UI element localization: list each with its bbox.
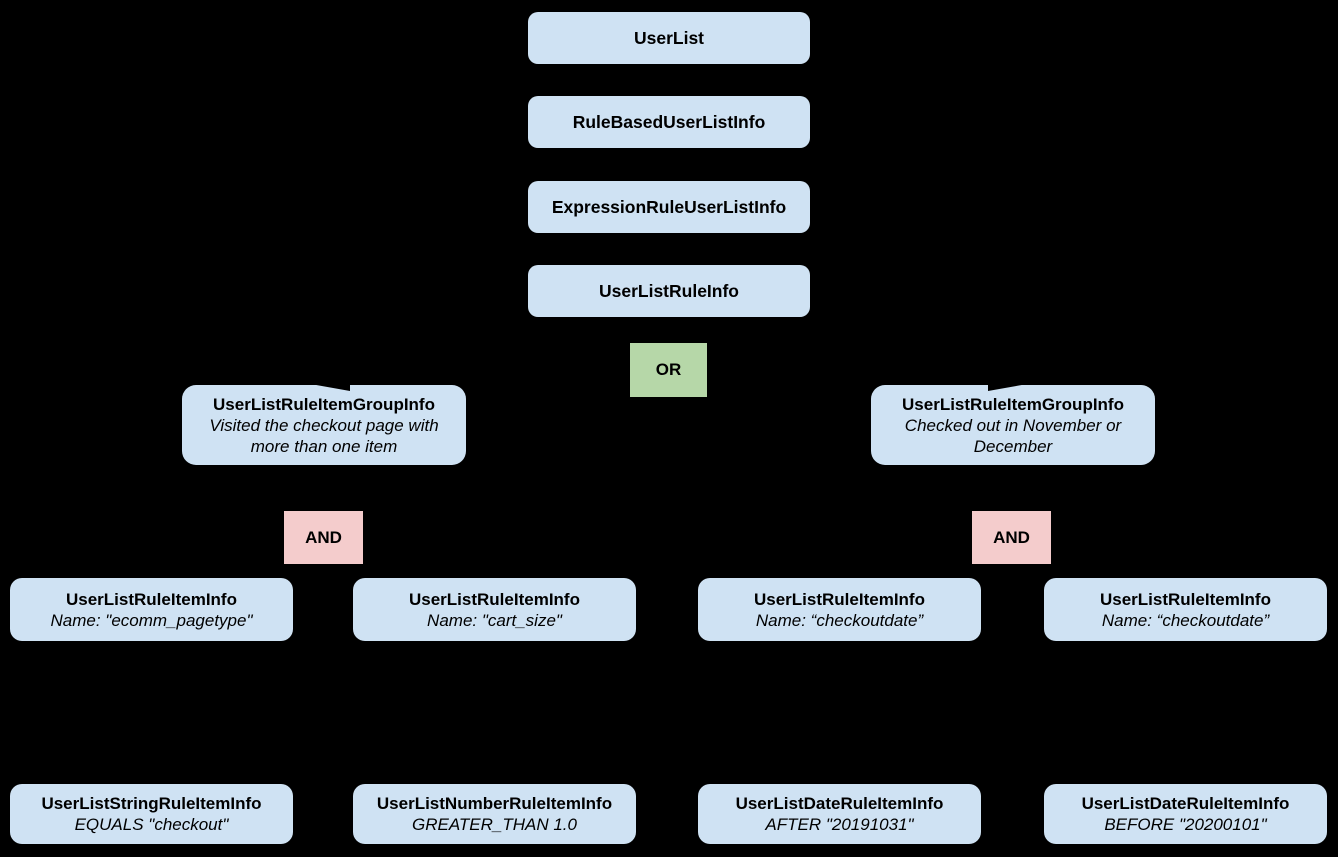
- node-label: RuleBasedUserListInfo: [572, 111, 766, 132]
- item-subtitle: Name: "ecomm_pagetype": [50, 610, 253, 630]
- item-title: UserListNumberRuleItemInfo: [376, 794, 613, 813]
- rule-item-cart-size: UserListRuleItemInfo Name: "cart_size": [353, 578, 636, 641]
- node-label: UserList: [633, 27, 705, 48]
- item-subtitle: AFTER "20191031": [765, 815, 914, 834]
- leaf-item-string-rule: UserListStringRuleItemInfo EQUALS "check…: [10, 784, 293, 844]
- leaf-item-number-rule: UserListNumberRuleItemInfo GREATER_THAN …: [353, 784, 636, 844]
- group-title: UserListRuleItemGroupInfo: [213, 394, 435, 414]
- and-operator-left: AND: [284, 511, 363, 564]
- item-subtitle: Name: “checkoutdate”: [755, 610, 924, 630]
- node-userlistruleinfo: UserListRuleInfo: [528, 265, 810, 317]
- group-description: Checked out in November or December: [904, 415, 1122, 456]
- item-title: UserListRuleItemInfo: [754, 589, 925, 609]
- item-title: UserListRuleItemInfo: [1100, 589, 1271, 609]
- leaf-item-date-rule-before: UserListDateRuleItemInfo BEFORE "2020010…: [1044, 784, 1327, 844]
- item-subtitle: BEFORE "20200101": [1104, 815, 1267, 834]
- rule-item-ecomm-pagetype: UserListRuleItemInfo Name: "ecomm_pagety…: [10, 578, 293, 641]
- rule-item-checkoutdate-2: UserListRuleItemInfo Name: “checkoutdate…: [1044, 578, 1327, 641]
- rule-item-checkoutdate-1: UserListRuleItemInfo Name: “checkoutdate…: [698, 578, 981, 641]
- item-title: UserListRuleItemInfo: [409, 589, 580, 609]
- node-label: ExpressionRuleUserListInfo: [551, 196, 787, 217]
- node-rulebaseduserlistinfo: RuleBasedUserListInfo: [528, 96, 810, 148]
- item-title: UserListRuleItemInfo: [66, 589, 237, 609]
- item-title: UserListDateRuleItemInfo: [1081, 794, 1290, 813]
- group-title: UserListRuleItemGroupInfo: [902, 394, 1124, 414]
- or-operator: OR: [630, 343, 707, 397]
- item-subtitle: EQUALS "checkout": [74, 815, 229, 834]
- item-title: UserListStringRuleItemInfo: [41, 794, 262, 813]
- and-operator-right: AND: [972, 511, 1051, 564]
- leaf-item-date-rule-after: UserListDateRuleItemInfo AFTER "20191031…: [698, 784, 981, 844]
- node-expressionruleuserlistinfo: ExpressionRuleUserListInfo: [528, 181, 810, 233]
- group-node-left: UserListRuleItemGroupInfo Visited the ch…: [182, 385, 466, 465]
- group-description: Visited the checkout page with more than…: [209, 415, 439, 456]
- group-node-right: UserListRuleItemGroupInfo Checked out in…: [871, 385, 1155, 465]
- item-subtitle: Name: “checkoutdate”: [1101, 610, 1270, 630]
- node-label: UserListRuleInfo: [598, 280, 740, 301]
- item-subtitle: Name: "cart_size": [427, 610, 562, 630]
- item-title: UserListDateRuleItemInfo: [735, 794, 944, 813]
- node-userlist: UserList: [528, 12, 810, 64]
- item-subtitle: GREATER_THAN 1.0: [411, 815, 577, 834]
